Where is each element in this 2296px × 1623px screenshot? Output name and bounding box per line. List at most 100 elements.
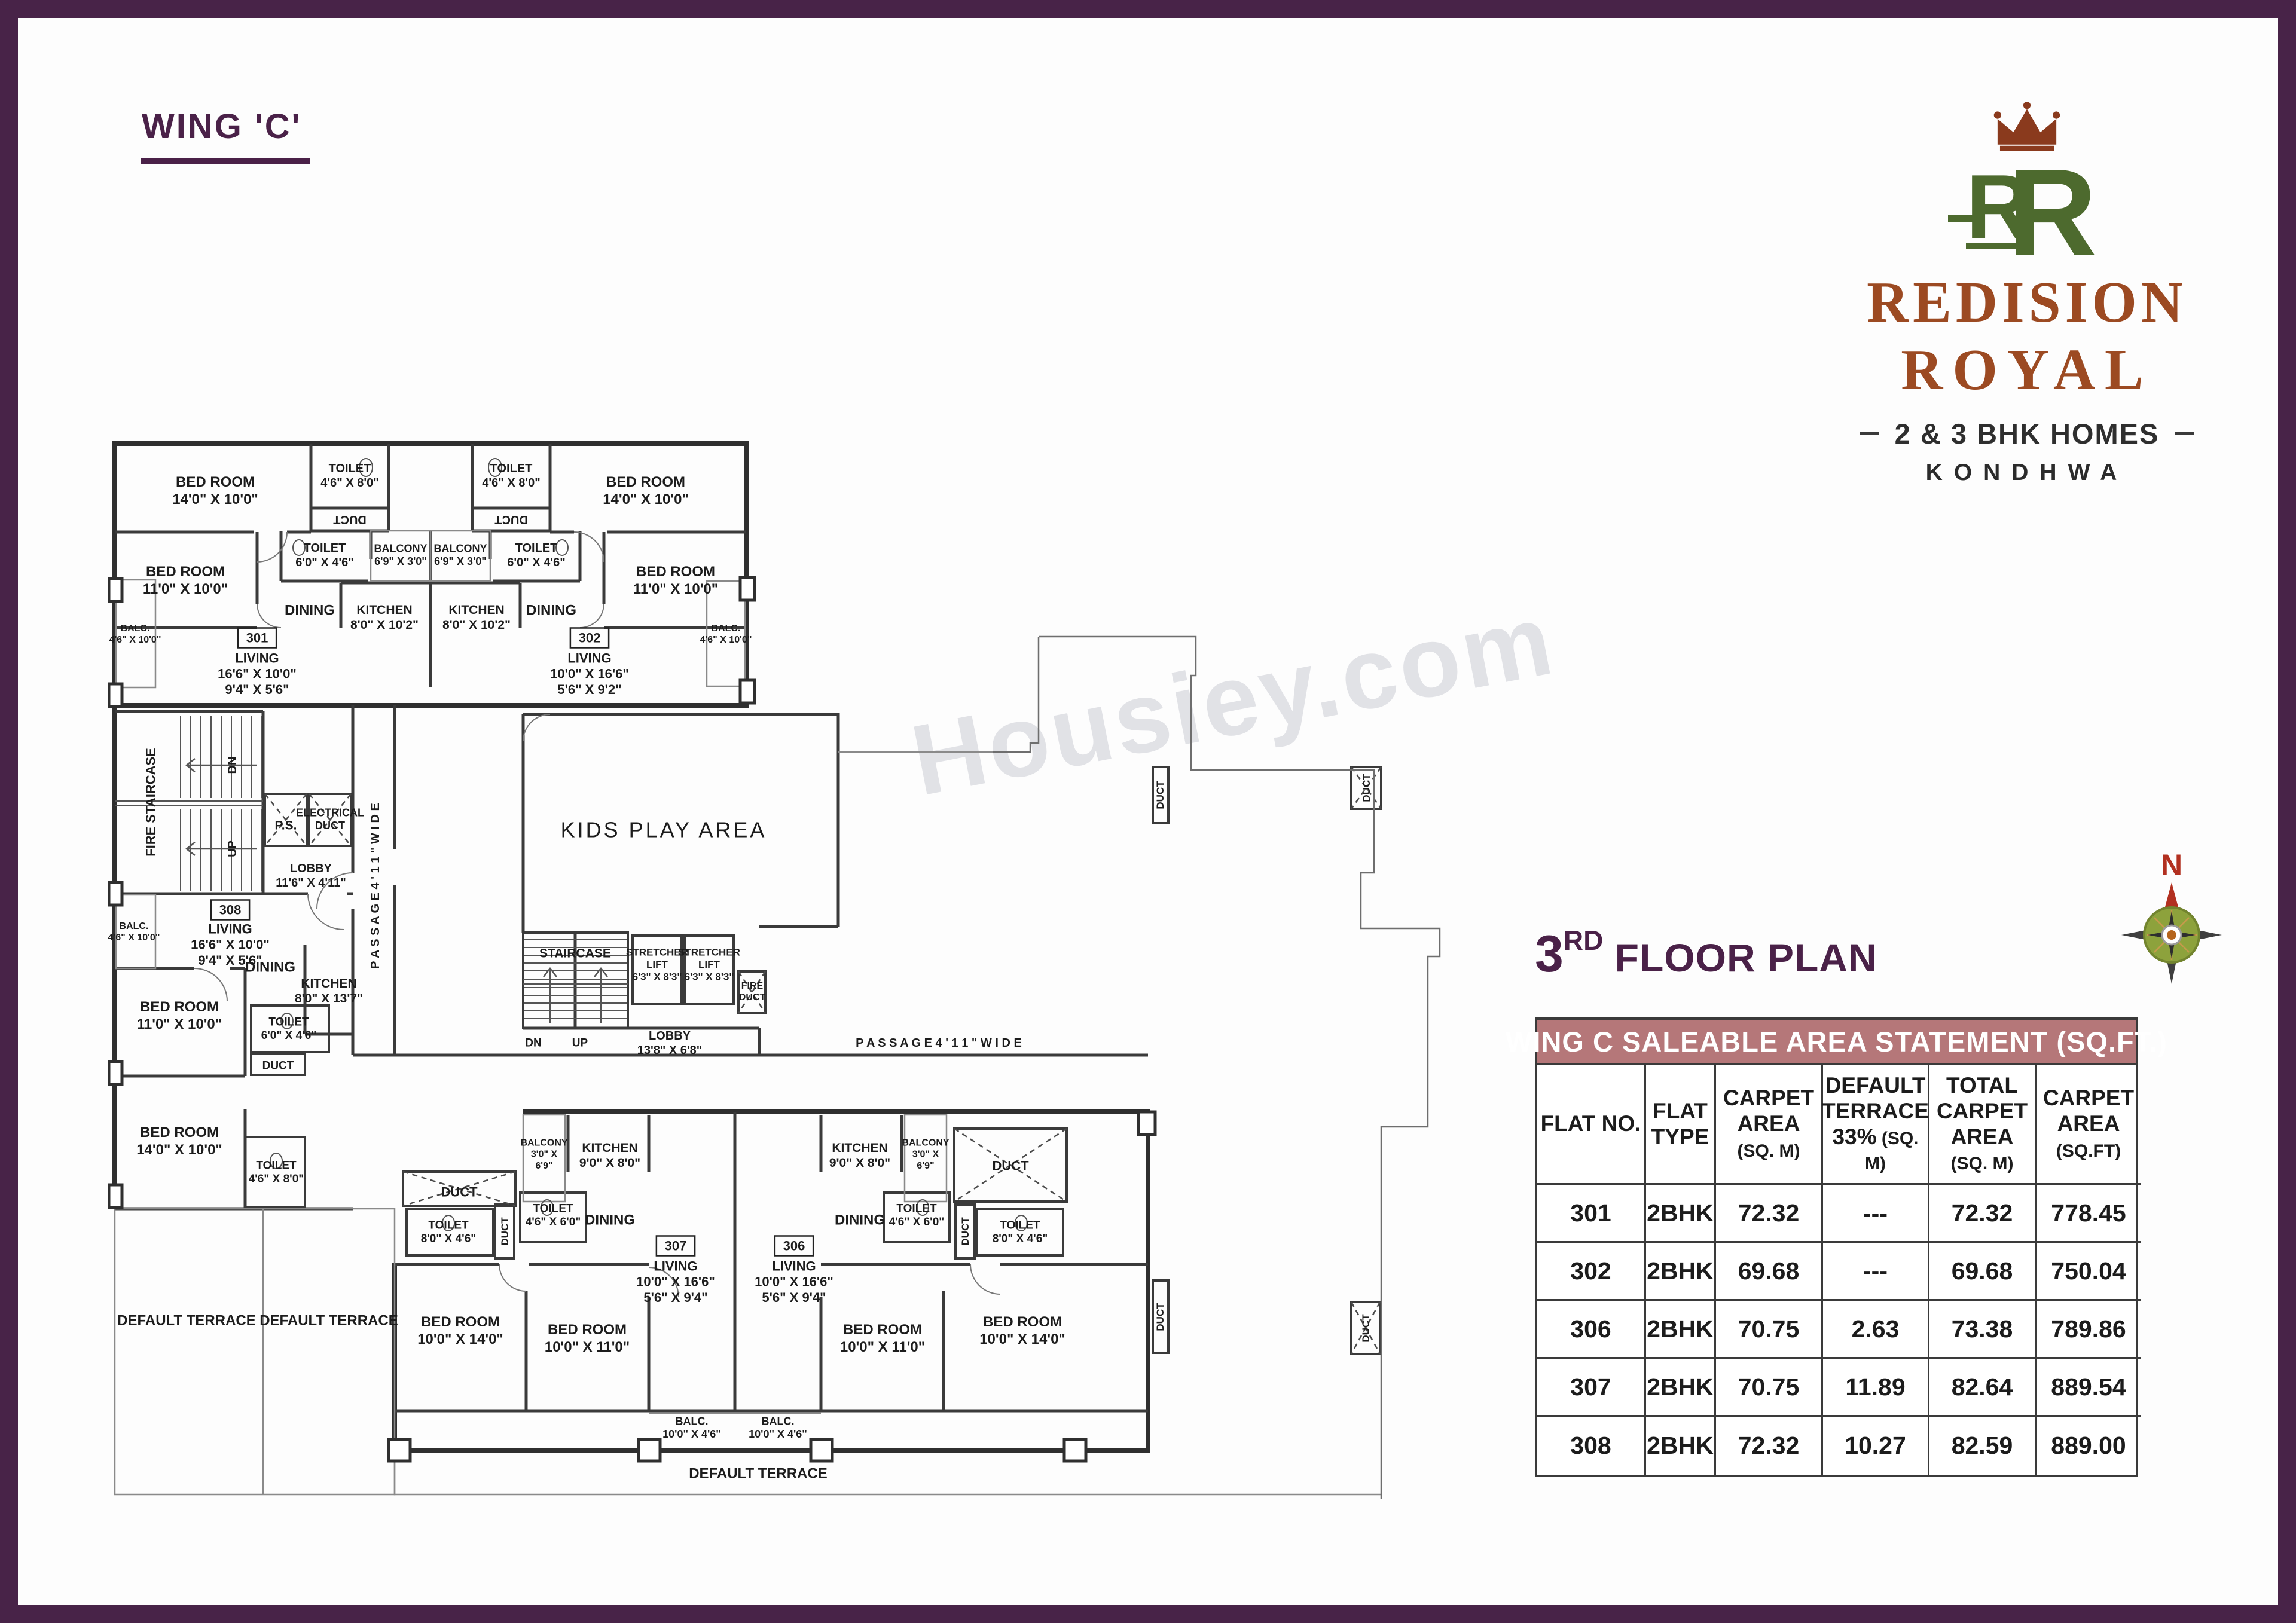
table-cell: 70.75 [1716, 1359, 1823, 1417]
table-cell: 73.38 [1929, 1301, 2037, 1359]
table-title: WING C SALEABLE AREA STATEMENT (SQ.FT.) [1506, 1017, 2167, 1065]
brand-name-line1: REDISION [1867, 270, 2187, 334]
plan-label: DEFAULT TERRACE [689, 1465, 828, 1481]
rr-monogram-icon: R R [1948, 149, 2097, 263]
plan-label: STAIRCASE [539, 946, 611, 960]
plan-label: DUCT [960, 1217, 971, 1246]
duct-crosses [264, 766, 1382, 1355]
table-cell: 2BHK [1646, 1243, 1716, 1301]
table-cell: 750.04 [2037, 1243, 2141, 1301]
plan-label: DINING [585, 1212, 635, 1228]
inner-walls [115, 444, 1148, 1413]
plan-label: P.S. [275, 818, 297, 832]
plan-label: DUCT [1360, 1314, 1372, 1343]
table-cell: 2.63 [1823, 1301, 1929, 1359]
brand-name-line2: ROYAL [1901, 338, 2153, 402]
table-cell: 10.27 [1823, 1417, 1929, 1475]
plan-label: UP [572, 1037, 588, 1050]
tagline-dash-left [1860, 432, 1879, 435]
plan-label: 307 [665, 1239, 687, 1254]
flat-number-box [774, 1235, 814, 1257]
table-cell: 72.32 [1716, 1417, 1823, 1475]
pillars [107, 576, 1157, 1463]
floor-number: 3 [1535, 925, 1564, 983]
table-cell: 2BHK [1646, 1301, 1716, 1359]
table-cell: 889.54 [2037, 1359, 2141, 1417]
plan-label: BALC.10'0" X 4'6" [662, 1416, 721, 1441]
table-cell: 82.64 [1929, 1359, 2037, 1417]
open-area-boundary [993, 635, 1441, 1499]
table-cell: 301 [1537, 1185, 1646, 1243]
brand-tagline-row: 2 & 3 BHK HOMES [1860, 417, 2194, 450]
stair-tread-lines [524, 939, 627, 971]
plan-label: P A S S A G E 4 ' 1 1 " W I D E [369, 803, 382, 969]
svg-text:R: R [2008, 149, 2097, 263]
compass-north-label: N [2160, 848, 2183, 882]
plan-label: FIRE STAIRCASE [144, 748, 158, 857]
stair-treads [115, 716, 628, 1019]
flat-number-box [237, 627, 277, 649]
flat-number-box [210, 899, 251, 921]
plan-label: DINING [245, 959, 295, 975]
plan-label: KIDS PLAY AREA [561, 818, 767, 842]
table-cell: 11.89 [1823, 1359, 1929, 1417]
table-cell: 307 [1537, 1359, 1646, 1417]
plan-label: DUCT [992, 1159, 1029, 1173]
plan-label: 308 [219, 903, 242, 918]
table-cell: 778.45 [2037, 1185, 2141, 1243]
plan-label: BALC.4'6" X 10'0" [109, 623, 161, 645]
brand-logo: R R REDISION ROYAL 2 & 3 BHK HOMES KONDH… [1860, 100, 2194, 486]
table-cell: --- [1823, 1243, 1929, 1301]
thin-lines [114, 530, 1381, 1496]
door-arcs [194, 531, 1001, 1298]
compass: N [2118, 850, 2225, 989]
plan-label: DUCT [333, 513, 367, 526]
plan-label: DUCT [499, 1217, 511, 1246]
plan-label: P A S S A G E 4 ' 1 1 " W I D E [856, 1037, 1022, 1050]
table-cell: 72.32 [1716, 1185, 1823, 1243]
wing-title: WING 'C' [141, 106, 310, 164]
brand-location: KONDHWA [1925, 460, 2129, 485]
brand-tagline: 2 & 3 BHK HOMES [1894, 418, 2160, 450]
plan-label: DINING [835, 1212, 885, 1228]
plan-label: BALC.4'6" X 10'0" [108, 921, 160, 943]
saleable-area-table: WING C SALEABLE AREA STATEMENT (SQ.FT.) … [1506, 1017, 2167, 1477]
table-column-header: FLAT NO. [1537, 1065, 1646, 1185]
plan-label: DUCT [441, 1185, 478, 1200]
floor-ordinal: RD [1563, 925, 1604, 956]
plan-label: BALC.4'6" X 10'0" [700, 623, 752, 645]
plan-label: DEFAULT TERRACE [259, 1312, 398, 1328]
